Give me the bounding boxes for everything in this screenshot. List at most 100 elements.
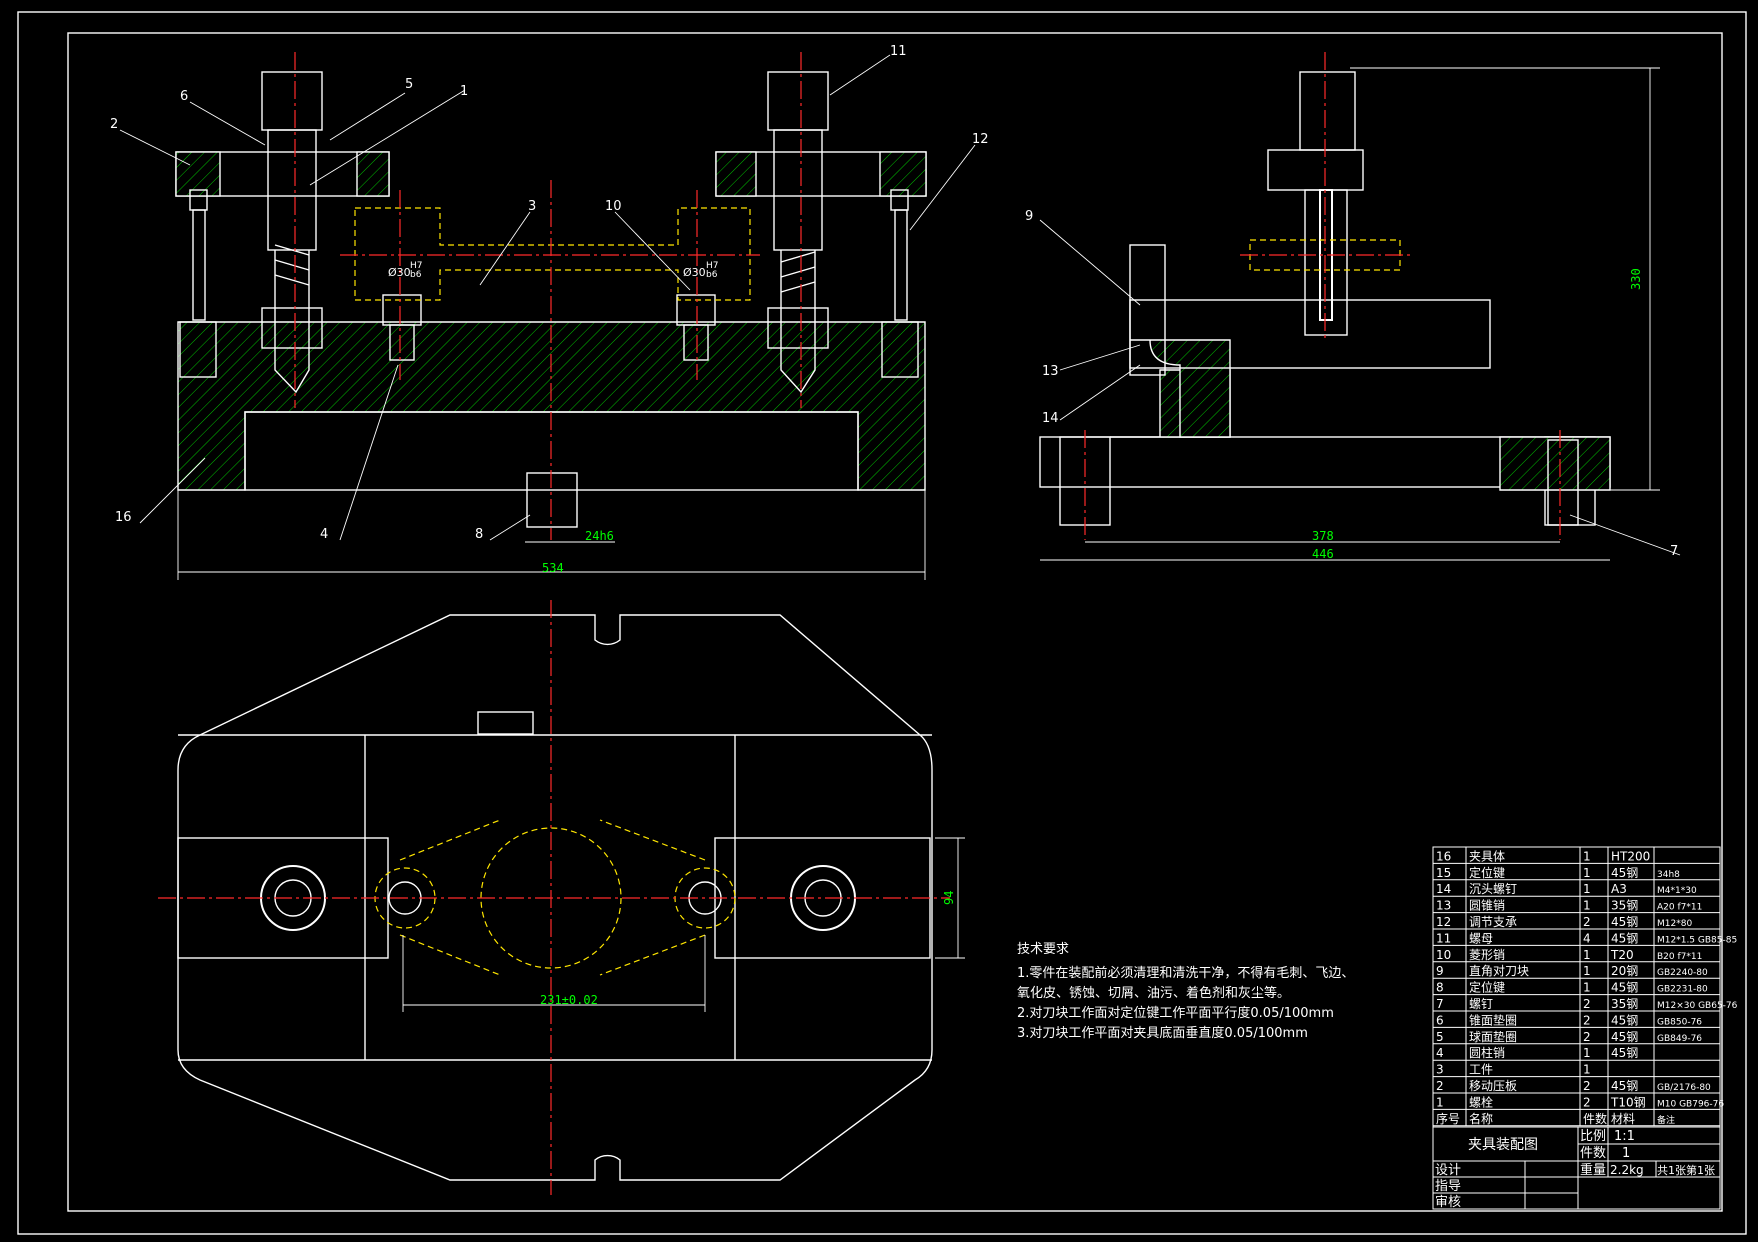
bom-cell-mat: 45钢 bbox=[1611, 1013, 1638, 1027]
bom-cell-qty: 2 bbox=[1583, 1030, 1591, 1044]
bom-cell-no: 16 bbox=[1436, 849, 1451, 863]
callout-16: 16 bbox=[115, 510, 132, 525]
bom-cell-no: 7 bbox=[1436, 997, 1444, 1011]
bom-cell-mat: HT200 bbox=[1611, 849, 1650, 863]
bom-cell-mat: 45钢 bbox=[1611, 981, 1638, 995]
sheets: 共1张第1张 bbox=[1657, 1163, 1715, 1177]
bom-cell-no: 1 bbox=[1436, 1095, 1444, 1109]
tech-line-1: 1.零件在装配前必须清理和清洗干净，不得有毛刺、飞边、 bbox=[1017, 965, 1354, 981]
dim-plan-height: 94 bbox=[942, 891, 956, 905]
tech-line-2: 氧化皮、锈蚀、切屑、油污、着色剂和灰尘等。 bbox=[1017, 985, 1290, 1001]
bom-cell-name: 名称 bbox=[1469, 1111, 1493, 1126]
bom-cell-name: 工件 bbox=[1469, 1063, 1493, 1077]
dim-hole-left-fit-top: H7 bbox=[410, 261, 423, 271]
bom-cell-qty: 件数 bbox=[1583, 1111, 1607, 1126]
side-view: 330 378 446 9 13 14 7 bbox=[1025, 52, 1681, 561]
bom-cell-qty: 1 bbox=[1583, 899, 1591, 913]
callout-3: 3 bbox=[528, 199, 536, 214]
bom-cell-qty: 2 bbox=[1583, 915, 1591, 929]
callout-7: 7 bbox=[1670, 544, 1678, 559]
dim-side-height: 330 bbox=[1629, 268, 1643, 290]
callout-6: 6 bbox=[180, 89, 188, 104]
guide-label: 指导 bbox=[1435, 1179, 1461, 1194]
bom-cell-no: 9 bbox=[1436, 964, 1444, 978]
bom-cell-name: 螺栓 bbox=[1469, 1094, 1493, 1109]
callout-9: 9 bbox=[1025, 209, 1033, 224]
bom-cell-qty: 1 bbox=[1583, 849, 1591, 863]
bom-cell-note: A20 f7*11 bbox=[1657, 903, 1702, 913]
dim-plan-center: 231±0.02 bbox=[540, 993, 598, 1007]
bom-cell-name: 螺母 bbox=[1469, 931, 1493, 945]
plan-view: 231±0.02 94 bbox=[158, 600, 965, 1195]
bom-cell-no: 4 bbox=[1436, 1046, 1444, 1060]
bom-cell-mat: 35钢 bbox=[1611, 899, 1638, 913]
bom-cell-note: GB/2176-80 bbox=[1657, 1083, 1711, 1093]
callout-14: 14 bbox=[1042, 411, 1059, 426]
bom-cell-no: 15 bbox=[1436, 866, 1451, 880]
count-value: 1 bbox=[1622, 1146, 1630, 1161]
bom-cell-name: 球面垫圈 bbox=[1469, 1029, 1517, 1044]
weight-label: 重量 bbox=[1580, 1162, 1606, 1178]
dim-hole-left: Ø30 bbox=[388, 266, 411, 279]
bom-cell-mat: 45钢 bbox=[1611, 931, 1638, 945]
title-block: 夹具装配图 比例 1:1 件数 1 设计 指导 审核 重量 2.2kg 共1张第… bbox=[1433, 1126, 1720, 1210]
bom-cell-name: 定位键 bbox=[1469, 865, 1505, 880]
count-label: 件数 bbox=[1580, 1146, 1606, 1161]
bom-cell-name: 圆锥销 bbox=[1469, 899, 1505, 913]
bom-cell-name: 夹具体 bbox=[1469, 849, 1505, 863]
bom-cell-qty: 1 bbox=[1583, 1063, 1591, 1077]
tech-line-4: 3.对刀块工作平面对夹具底面垂直度0.05/100mm bbox=[1017, 1025, 1308, 1041]
dim-hole-right-fit-top: H7 bbox=[706, 261, 719, 271]
bom-cell-name: 沉头螺钉 bbox=[1469, 882, 1517, 896]
bom-cell-no: 2 bbox=[1436, 1079, 1444, 1093]
bom-cell-mat: 45钢 bbox=[1611, 1030, 1638, 1044]
bom-cell-note: GB849-76 bbox=[1657, 1034, 1702, 1044]
bom-cell-name: 圆柱销 bbox=[1469, 1045, 1505, 1060]
bom-cell-note: M12*1.5 GB85-85 bbox=[1657, 935, 1737, 945]
bom-cell-name: 直角对刀块 bbox=[1469, 964, 1529, 978]
review-label: 审核 bbox=[1435, 1195, 1461, 1210]
bom-cell-qty: 2 bbox=[1583, 1079, 1591, 1093]
callout-10: 10 bbox=[605, 199, 622, 214]
inner-border bbox=[67, 32, 1723, 1212]
dim-hole-right: Ø30 bbox=[683, 266, 706, 279]
tech-title: 技术要求 bbox=[1017, 942, 1069, 957]
bom-cell-note: B20 f7*11 bbox=[1657, 952, 1702, 962]
bom-cell-qty: 2 bbox=[1583, 1013, 1591, 1027]
dim-side-width: 446 bbox=[1312, 547, 1334, 561]
callout-13: 13 bbox=[1042, 364, 1059, 379]
bom-cell-note: M12*80 bbox=[1657, 919, 1692, 929]
bom-cell-name: 定位键 bbox=[1469, 980, 1505, 995]
dim-key-fit: 24h6 bbox=[585, 529, 614, 543]
outer-border bbox=[17, 11, 1747, 1235]
bom-cell-no: 8 bbox=[1436, 981, 1444, 995]
callout-8: 8 bbox=[475, 527, 483, 542]
bom-cell-name: 移动压板 bbox=[1469, 1079, 1517, 1093]
callout-2: 2 bbox=[110, 117, 118, 132]
tech-requirements: 技术要求 1.零件在装配前必须清理和清洗干净，不得有毛刺、飞边、 氧化皮、锈蚀、… bbox=[1017, 942, 1354, 1041]
bom-cell-note: GB2231-80 bbox=[1657, 985, 1708, 995]
bom-cell-name: 锥面垫圈 bbox=[1469, 1012, 1517, 1027]
bom-cell-qty: 2 bbox=[1583, 997, 1591, 1011]
bom-cell-mat: 35钢 bbox=[1611, 997, 1638, 1011]
bom-cell-qty: 1 bbox=[1583, 882, 1591, 896]
drawing-name: 夹具装配图 bbox=[1468, 1137, 1538, 1153]
bom-cell-mat: T10钢 bbox=[1610, 1095, 1646, 1109]
bom-cell-no: 13 bbox=[1436, 899, 1451, 913]
bom-cell-mat: 45钢 bbox=[1611, 1079, 1638, 1093]
bom-cell-qty: 4 bbox=[1583, 931, 1591, 945]
bom-cell-name: 调节支承 bbox=[1469, 915, 1517, 929]
callout-11: 11 bbox=[890, 44, 907, 59]
bom-cell-qty: 1 bbox=[1583, 1046, 1591, 1060]
tech-line-3: 2.对刀块工作面对定位键工作平面平行度0.05/100mm bbox=[1017, 1005, 1334, 1021]
bom-cell-mat: 45钢 bbox=[1611, 915, 1638, 929]
bom-cell-no: 3 bbox=[1436, 1063, 1444, 1077]
bom-cell-no: 序号 bbox=[1436, 1111, 1460, 1126]
dim-hole-right-fit-bot: b6 bbox=[706, 270, 718, 280]
bom-cell-mat: 45钢 bbox=[1611, 866, 1638, 880]
bom-cell-note: GB2240-80 bbox=[1657, 968, 1708, 978]
bom-cell-name: 螺钉 bbox=[1469, 997, 1493, 1011]
callout-1: 1 bbox=[460, 84, 468, 99]
